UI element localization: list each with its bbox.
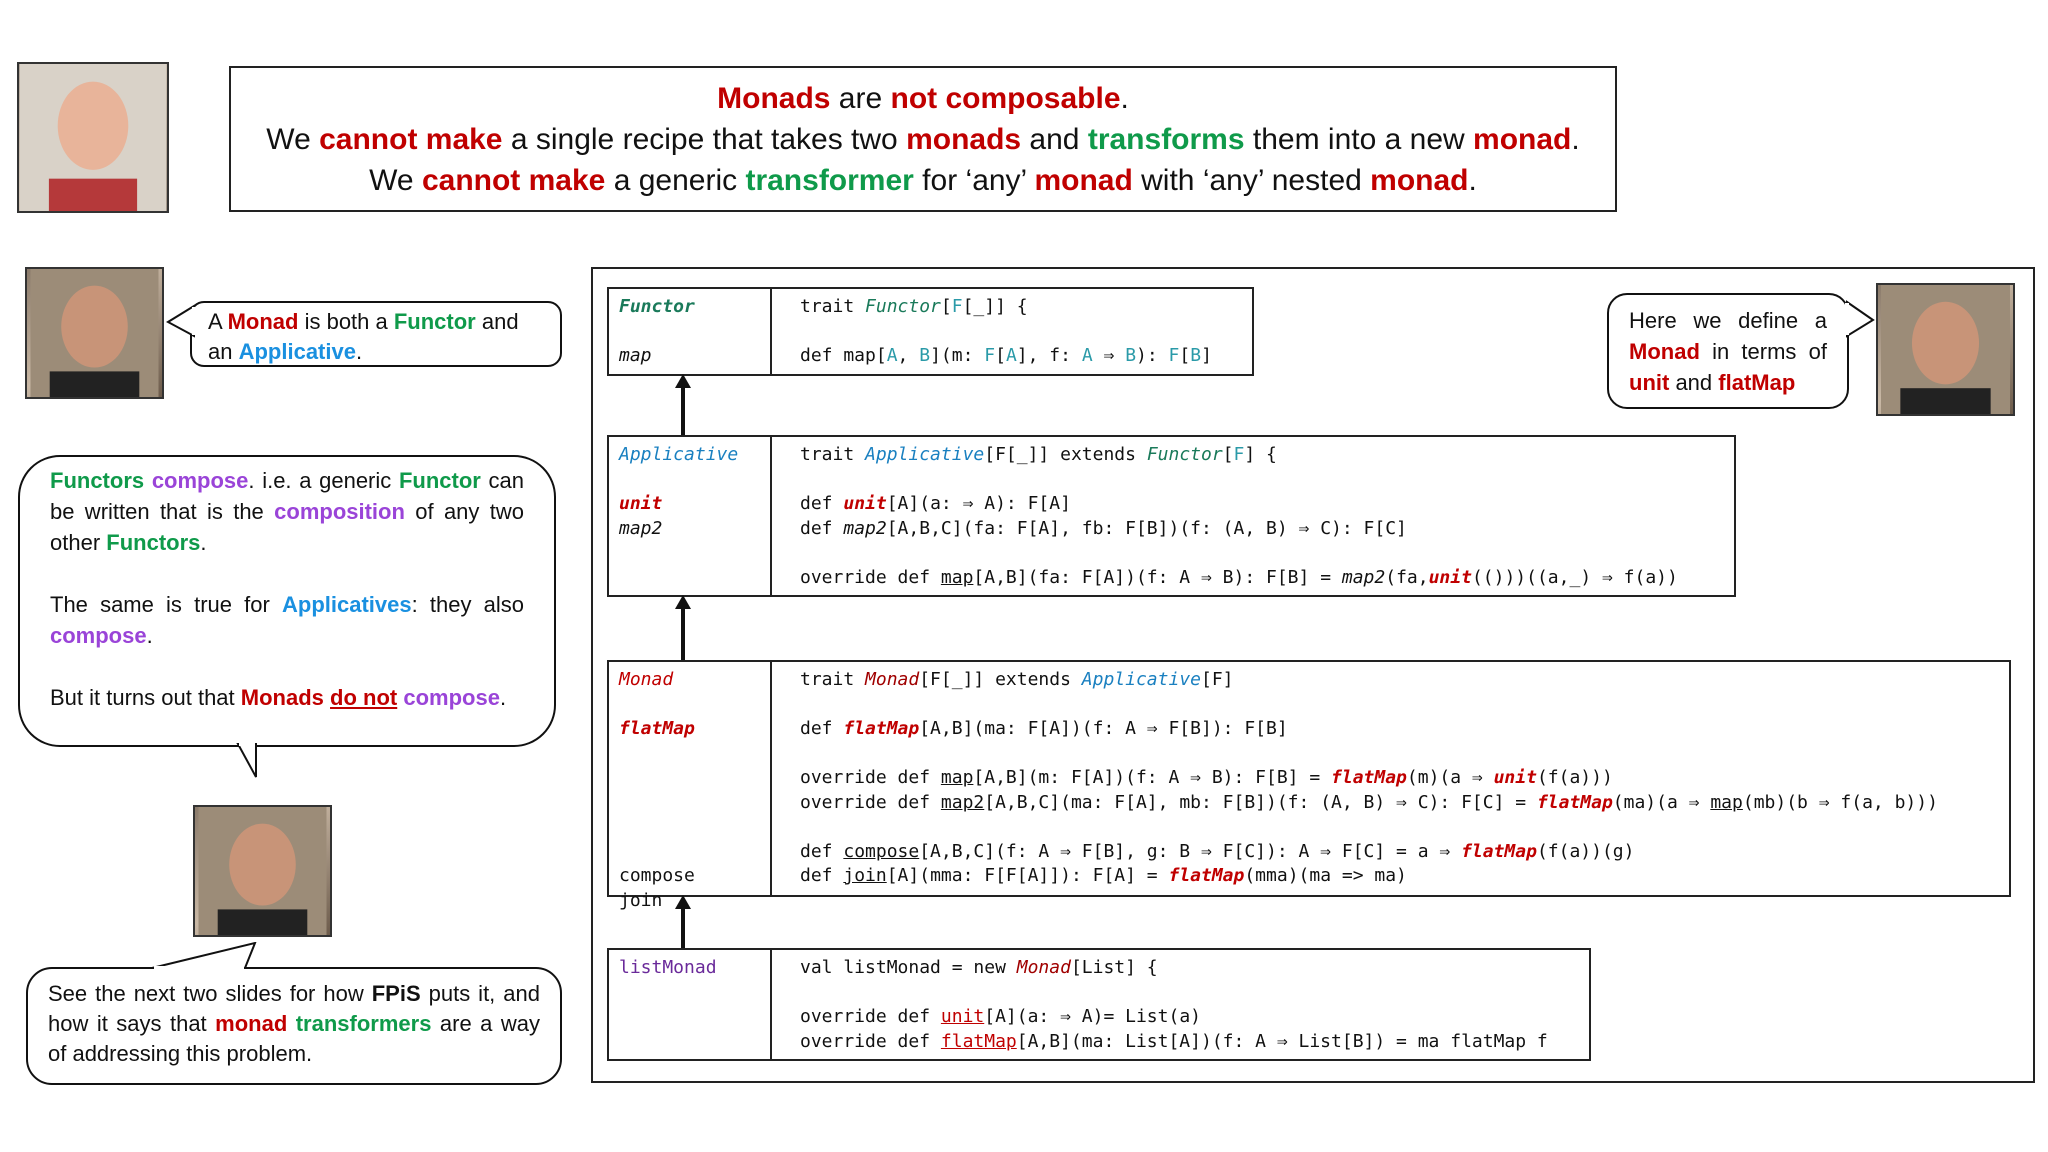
author-photo <box>17 62 169 213</box>
bubble-tail-2 <box>236 743 257 778</box>
person-portrait-icon <box>19 64 167 211</box>
inheritance-arrow-1 <box>675 374 691 438</box>
bubble-monad-definition: A Monad is both a Functor and an Applica… <box>190 301 562 367</box>
applicative-code: trait Applicative[F[_]] extends Functor[… <box>800 444 1678 588</box>
functor-label-column: Functor map <box>609 289 772 374</box>
inheritance-arrow-2 <box>675 595 691 663</box>
person-portrait-icon <box>30 269 159 397</box>
bubble-monad-terms: Here we define a Monad in terms of unit … <box>1607 293 1849 409</box>
monad-box: Monad flatMap compose join trait Monad[F… <box>607 660 2011 911</box>
list-monad-label-column: listMonad <box>609 950 772 1059</box>
speaker-photo-2 <box>193 805 332 937</box>
person-portrait-icon <box>198 807 327 935</box>
speaker-photo-3 <box>1876 283 2015 416</box>
monad-label-column: Monad flatMap compose join <box>609 662 772 911</box>
applicative-label-column: Applicative unit map2 <box>609 437 772 595</box>
monad-code: trait Monad[F[_]] extends Applicative[F]… <box>800 669 1938 886</box>
speaker-photo-1 <box>25 267 164 399</box>
bubble-tail-1 <box>166 304 196 338</box>
list-monad-code: val listMonad = new Monad[List] { overri… <box>800 957 1548 1052</box>
bubble-fpis: See the next two slides for how FPiS put… <box>26 967 562 1085</box>
banner-line-3: We cannot make a generic transformer for… <box>369 164 1477 197</box>
applicative-box: Applicative unit map2 trait Applicative[… <box>607 435 1736 597</box>
headline-banner: Monads are not composable. We cannot mak… <box>229 66 1617 212</box>
bubble-tail-3 <box>151 942 257 970</box>
person-portrait-icon <box>1881 285 2010 414</box>
inheritance-arrow-3 <box>675 895 691 951</box>
diagram-frame <box>591 267 2035 1083</box>
banner-line-2: We cannot make a single recipe that take… <box>266 123 1580 156</box>
functor-code: trait Functor[F[_]] { def map[A, B](m: F… <box>800 296 1212 366</box>
bubble-composition: Functors compose. i.e. a generic Functor… <box>18 455 556 747</box>
banner-line-1: Monads are not composable. <box>717 82 1129 115</box>
bubble-tail-4 <box>1845 300 1875 338</box>
functor-box: Functor map trait Functor[F[_]] { def ma… <box>607 287 1254 376</box>
list-monad-box: listMonad val listMonad = new Monad[List… <box>607 948 1591 1061</box>
